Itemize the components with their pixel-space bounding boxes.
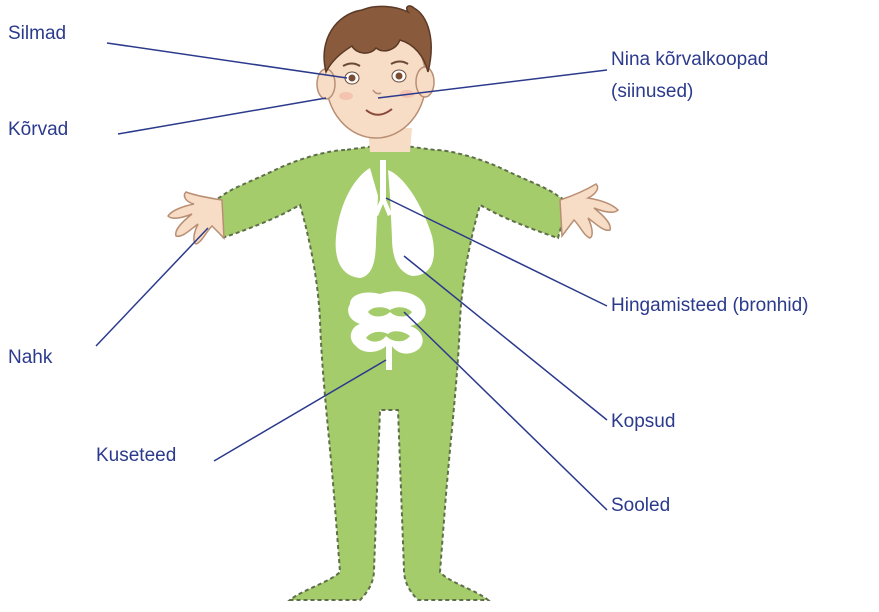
right-pupil: [396, 73, 403, 80]
right-hand: [560, 184, 618, 238]
label-kopsud: Kopsud: [611, 410, 675, 434]
left-hand: [168, 192, 224, 244]
label-hingamisteed: Hingamisteed (bronhid): [611, 294, 809, 318]
line-nahk: [96, 228, 208, 346]
label-kuseteed: Kuseteed: [96, 444, 176, 468]
left-pupil: [349, 75, 356, 82]
line-korvad: [118, 98, 326, 134]
label-korvad: Kõrvad: [8, 118, 68, 142]
label-sooled: Sooled: [611, 494, 670, 518]
label-silmad: Silmad: [8, 22, 66, 46]
left-cheek: [339, 92, 353, 100]
label-nahk: Nahk: [8, 346, 52, 370]
line-silmad: [107, 43, 347, 78]
label-nina-line2: (siinused): [611, 80, 693, 104]
label-nina-line1: Nina kõrvalkoopad: [611, 48, 768, 72]
